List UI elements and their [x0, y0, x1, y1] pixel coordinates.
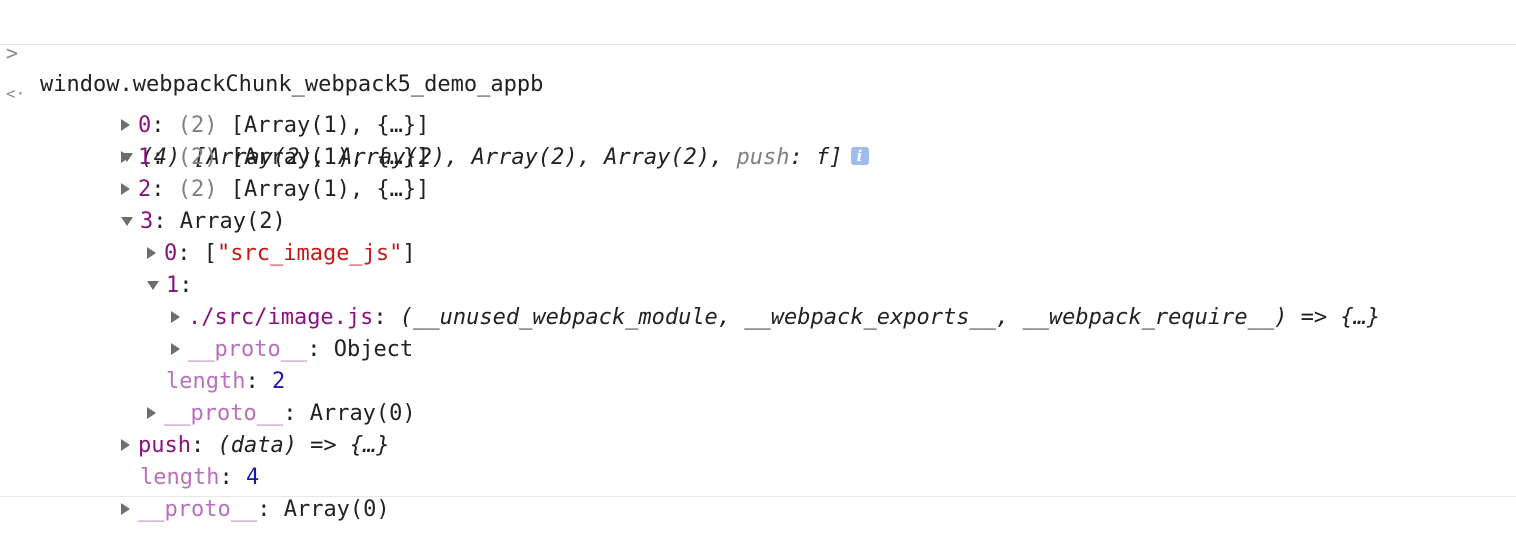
entry-preview: [Array(1), {…}]: [230, 113, 430, 138]
tree-row-push[interactable]: push: (data) => {…}: [68, 398, 390, 458]
console-input-line[interactable]: > window.webpackChunk_webpack5_demo_appb: [0, 5, 543, 97]
info-icon[interactable]: i: [850, 147, 869, 165]
tree-row-entry-1[interactable]: 1: (2) [Array(1), {…}]: [68, 110, 429, 170]
tree-row-module[interactable]: ./src/image.js: (__unused_webpack_module…: [118, 270, 1380, 330]
expand-caret-right-icon[interactable]: [170, 343, 180, 355]
entry-label: Array(2): [179, 209, 286, 234]
module-value: (__unused_webpack_module, __webpack_expo…: [399, 305, 1381, 330]
tree-row-proto[interactable]: __proto__: Array(0): [68, 462, 390, 522]
result-count: (4): [140, 145, 181, 170]
entry-count: (2): [177, 177, 218, 202]
expand-caret-right-icon[interactable]: [120, 503, 130, 515]
push-key: push: [137, 433, 191, 458]
prompt-chevron-icon: >: [6, 41, 19, 65]
expand-caret-down-icon[interactable]: [146, 280, 159, 290]
entry-preview: [Array(1), {…}]: [230, 177, 430, 202]
child-close-bracket: ]: [402, 241, 416, 266]
child-string-value: "src_image_js": [216, 241, 403, 266]
expand-caret-right-icon[interactable]: [120, 151, 130, 163]
entry-preview: [Array(1), {…}]: [230, 145, 430, 170]
expand-caret-right-icon[interactable]: [146, 247, 156, 259]
expand-caret-right-icon[interactable]: [120, 183, 130, 195]
child-index: 0: [163, 241, 178, 266]
entry-index: 3: [139, 209, 154, 234]
expand-caret-right-icon[interactable]: [146, 407, 156, 419]
tree-row-entry-2[interactable]: 2: (2) [Array(1), {…}]: [68, 142, 429, 202]
tree-row-entry-3-proto[interactable]: __proto__: Array(0): [94, 366, 416, 426]
tree-row-object-proto[interactable]: __proto__: Object: [118, 302, 413, 362]
entry-count: (2): [177, 145, 218, 170]
length-value: 2: [271, 369, 286, 394]
child-open-bracket: [: [203, 241, 217, 266]
tree-row-entry-3-child-0[interactable]: 0: ["src_image_js"]: [94, 206, 416, 266]
entry-index: 1: [137, 145, 152, 170]
result-summary[interactable]: (4) [Array(2), Array(2), Array(2), Array…: [42, 110, 869, 206]
length-key: length: [139, 465, 220, 490]
entry-count: (2): [177, 113, 218, 138]
child-index: 1: [165, 273, 180, 298]
separator: [0, 44, 1516, 45]
tree-row-length: length: 4: [139, 465, 260, 490]
expand-caret-right-icon[interactable]: [170, 311, 180, 323]
length-key: length: [165, 369, 246, 394]
tree-row-entry-0[interactable]: 0: (2) [Array(1), {…}]: [68, 78, 429, 138]
console-panel: > window.webpackChunk_webpack5_demo_appb…: [0, 5, 1516, 522]
length-value: 4: [245, 465, 260, 490]
proto-value: Array(0): [283, 497, 390, 522]
proto-value: Object: [333, 337, 414, 362]
tree-row-entry-3-length: length: 2: [165, 369, 286, 394]
proto-value: Array(0): [309, 401, 416, 426]
tree-row-entry-3-child-1[interactable]: 1:: [94, 238, 192, 298]
proto-key: __proto__: [137, 497, 258, 522]
result-items-preview: [Array(2), Array(2), Array(2), Array(2),: [193, 145, 737, 170]
result-push-key: push: [736, 145, 790, 170]
expand-caret-down-icon[interactable]: [120, 216, 133, 226]
result-arrow-icon: <·: [6, 84, 26, 103]
entry-index: 2: [137, 177, 152, 202]
expand-caret-right-icon[interactable]: [120, 119, 130, 131]
separator: [0, 496, 1516, 497]
proto-key: __proto__: [187, 337, 308, 362]
module-key: ./src/image.js: [187, 305, 374, 330]
proto-key: __proto__: [163, 401, 284, 426]
expand-caret-right-icon[interactable]: [120, 439, 130, 451]
push-value: (data) => {…}: [217, 433, 390, 458]
console-result-line[interactable]: <· (4) [Array(2), Array(2), Array(2), Ar…: [0, 46, 869, 170]
input-expression[interactable]: window.webpackChunk_webpack5_demo_appb: [40, 72, 544, 97]
entry-index: 0: [137, 113, 152, 138]
result-push-value: : f]: [789, 145, 843, 170]
tree-row-entry-3[interactable]: 3: Array(2): [68, 174, 286, 234]
